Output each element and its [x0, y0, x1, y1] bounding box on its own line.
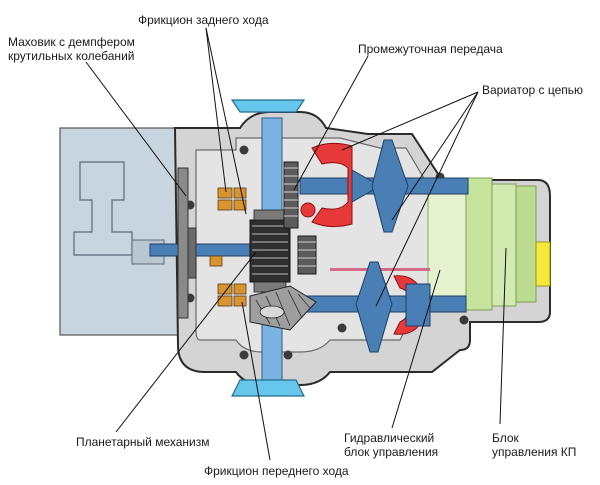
housing-bolt	[459, 315, 469, 325]
label-flywheel-line1: Маховик с демпфером	[8, 35, 135, 49]
planetary-ring-top	[253, 209, 287, 221]
gear-teeth-upper	[284, 167, 298, 217]
leader-hydraulic	[391, 269, 441, 429]
control-block-yellow	[535, 241, 551, 287]
label-planetary: Планетарный механизм	[76, 435, 209, 449]
leader-reverse-clutch	[205, 27, 227, 193]
clutch-packs	[209, 187, 247, 307]
top-flange	[230, 99, 306, 113]
primary-pulley-bearing	[300, 202, 316, 218]
differential-bevel	[249, 285, 317, 331]
bevel-hub	[259, 305, 285, 319]
label-variator: Вариатор с цепью	[482, 83, 583, 97]
leader-lines	[85, 27, 507, 461]
secondary-pulley-hub	[405, 283, 431, 327]
label-intermediate-gear: Промежуточная передача	[358, 42, 503, 56]
flywheel	[177, 167, 197, 319]
intermediate-gear-upper	[283, 161, 299, 229]
input-shaft	[149, 243, 263, 257]
captions: Маховик с демпфером крутильных колебаний…	[8, 13, 583, 478]
label-hydraulic-line2: блок управления	[344, 445, 438, 459]
leader-control	[499, 247, 507, 425]
secondary-pulley-cone-left	[355, 261, 393, 353]
housing-bolt	[283, 350, 293, 360]
bottom-flange	[231, 379, 305, 397]
control-block-light	[427, 187, 467, 301]
engine-block	[59, 127, 179, 336]
control-block-green-3	[515, 185, 537, 303]
housing-bolt	[239, 145, 249, 155]
label-flywheel-line2: крутильных колебаний	[8, 49, 134, 63]
forward-clutch-pack	[217, 283, 247, 307]
secondary-pulley	[355, 261, 431, 353]
leader-flywheel	[85, 61, 187, 197]
label-forward-clutch: Фрикцион переднего хода	[204, 464, 349, 478]
label-control-line1: Блок	[492, 431, 520, 445]
planetary-gear	[249, 209, 291, 293]
planetary-teeth	[252, 225, 288, 275]
control-unit	[427, 177, 551, 311]
primary-pulley-red	[311, 142, 353, 228]
flywheel-hub	[187, 227, 197, 279]
clutch-spring-small	[209, 255, 223, 267]
label-control-line2: управления КП	[492, 445, 576, 459]
leader-planetary	[115, 251, 257, 433]
intermediate-gears	[283, 161, 317, 275]
planetary-body	[249, 219, 291, 283]
control-block-green-2	[491, 183, 517, 307]
label-reverse-clutch: Фрикцион заднего хода	[138, 13, 269, 27]
primary-pulley-cone-left	[351, 169, 382, 203]
gear-teeth-lower	[298, 241, 316, 267]
housing-bolt	[239, 350, 249, 360]
control-block-green	[465, 177, 493, 311]
housing-bolt	[337, 323, 347, 333]
leader-variator-3	[375, 91, 479, 307]
flywheel-disc	[177, 167, 189, 319]
label-hydraulic-line1: Гидравлический	[344, 431, 434, 445]
leader-variator-1	[341, 91, 479, 151]
intermediate-gear-lower	[297, 235, 317, 275]
reverse-clutch-pack	[217, 187, 247, 211]
primary-pulley	[300, 139, 409, 233]
leader-reverse-clutch-2	[205, 27, 247, 215]
flanges	[230, 99, 306, 397]
leader-forward-clutch	[241, 301, 271, 461]
leader-intermediate-gear	[293, 55, 369, 191]
leader-variator-2	[391, 91, 479, 221]
